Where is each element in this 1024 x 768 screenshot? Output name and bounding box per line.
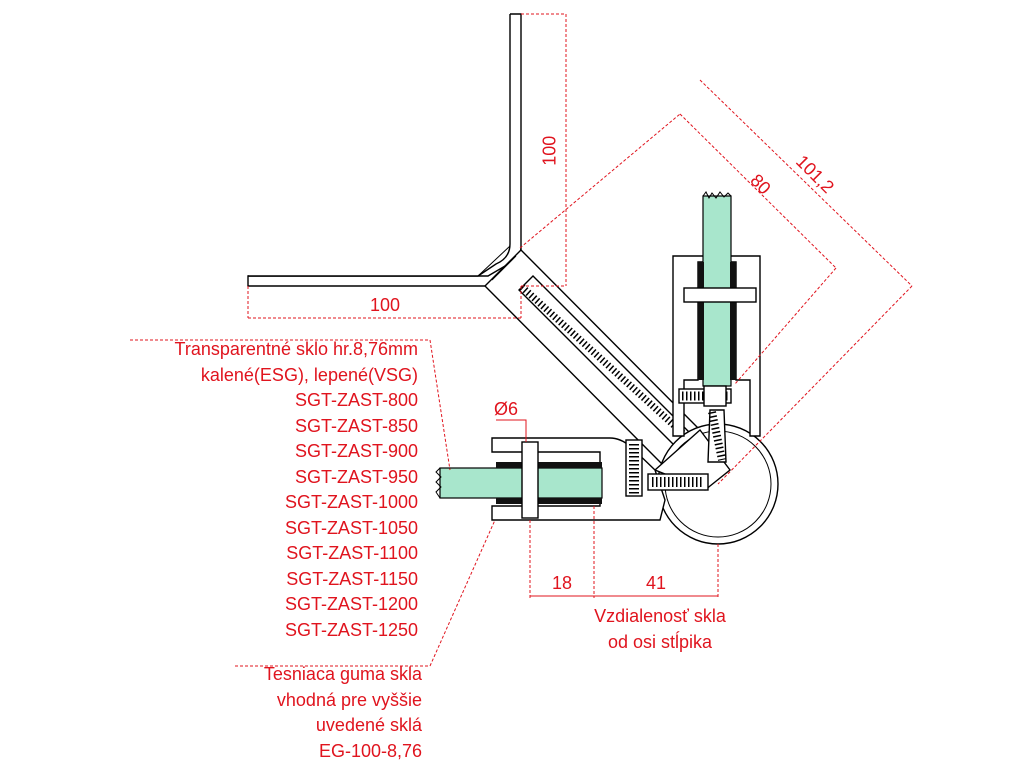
glass-label-line: SGT-ZAST-950 — [294, 466, 418, 487]
glass-label-line: SGT-ZAST-1150 — [286, 568, 418, 589]
dim-offset-large: 41 — [645, 573, 667, 593]
glass-label-line: SGT-ZAST-900 — [294, 441, 418, 461]
rubber-label-line: uvedené sklá — [315, 715, 422, 735]
rubber-label-line: vhodná pre vyššie — [276, 689, 422, 710]
glass-label-line: SGT-ZAST-1100 — [286, 543, 418, 563]
glass-label-line: SGT-ZAST-1200 — [284, 594, 418, 614]
diagonal-arm — [484, 249, 704, 467]
glass-label-line: kalené(ESG), lepené(VSG) — [200, 364, 418, 385]
upper-glass-clamp — [672, 191, 761, 463]
dim-hole-diameter: Ø6 — [494, 399, 519, 419]
glass-label-line: Transparentné sklo hr.8,76mm — [174, 339, 418, 359]
glass-label-line: SGT-ZAST-850 — [294, 415, 418, 436]
rubber-label-line: EG-100-8,76 — [318, 740, 422, 761]
glass-label-line: SGT-ZAST-1250 — [284, 619, 418, 640]
axis-distance-line: Vzdialenosť skla — [594, 606, 726, 626]
glass-label-line: SGT-ZAST-800 — [294, 390, 418, 410]
dim-post-width: 100 — [369, 295, 401, 315]
dimension-lines — [130, 13, 913, 667]
axis-distance-line: od osi stĺpika — [607, 631, 713, 652]
glass-label: Transparentné sklo hr.8,76mm kalené(ESG)… — [120, 337, 418, 643]
angle-profile — [247, 13, 522, 287]
axis-distance-label: Vzdialenosť skla od osi stĺpika — [560, 604, 760, 655]
dim-offset-small: 18 — [551, 573, 573, 593]
rubber-label-line: Tesniaca guma skla — [263, 664, 422, 684]
left-glass-clamp — [435, 437, 709, 521]
glass-label-line: SGT-ZAST-1050 — [284, 517, 418, 538]
rubber-label: Tesniaca guma skla vhodná pre vyššie uve… — [200, 662, 422, 764]
glass-label-line: SGT-ZAST-1000 — [284, 492, 418, 512]
dim-post-height: 100 — [539, 135, 560, 166]
